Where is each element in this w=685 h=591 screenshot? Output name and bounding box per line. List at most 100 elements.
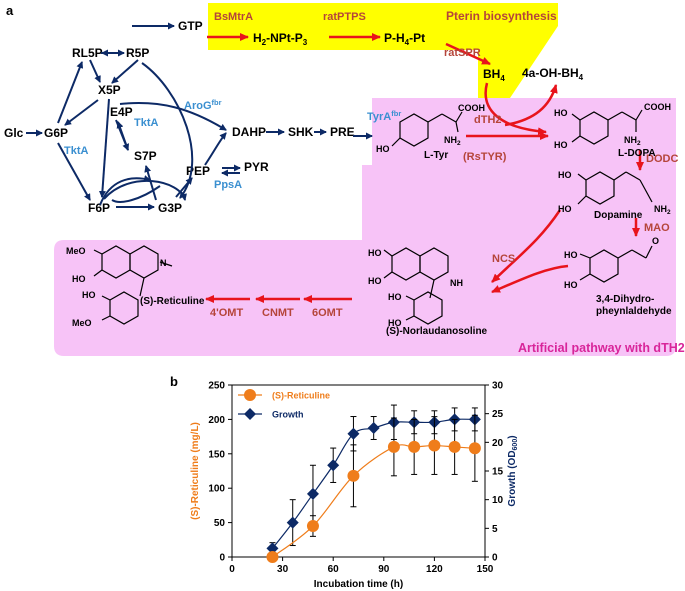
growth-point	[306, 487, 319, 500]
panel-a-label: a	[6, 3, 14, 18]
svg-text:HO: HO	[388, 292, 402, 302]
y-right-tick-label: 25	[492, 409, 504, 420]
svg-text:HO: HO	[82, 290, 96, 300]
growth-point	[327, 459, 340, 472]
structure-reticuline	[93, 245, 173, 325]
metabolite-x5p: X5P	[98, 83, 121, 97]
structure-l-tyr	[391, 111, 463, 147]
svg-text:HO: HO	[564, 280, 578, 290]
enzyme-bsmtra: BsMtrA	[214, 11, 253, 23]
enzyme-mao: MAO	[644, 222, 670, 234]
metabolite-dahp: DAHP	[232, 125, 266, 139]
svg-text:HO: HO	[388, 318, 402, 328]
enzyme-cnmt: CNMT	[262, 307, 294, 319]
metabolite-rl5p: RL5P	[72, 46, 103, 60]
metabolite-bh4: BH	[483, 67, 500, 81]
svg-text:HO: HO	[72, 274, 86, 284]
enzyme-ppsa: PpsA	[214, 179, 242, 191]
reticuline-point	[408, 440, 421, 453]
y-left-axis-label: (S)-Reticuline (mg/L)	[190, 422, 201, 520]
y-right-tick-label: 20	[492, 438, 504, 449]
reticuline-point	[266, 551, 279, 563]
svg-text:HO: HO	[554, 140, 568, 150]
enzyme-4omt: 4'OMT	[210, 307, 243, 319]
metabolite-g6p: G6P	[44, 126, 68, 140]
enzyme-dth2: dTH2	[474, 114, 502, 126]
metabolite-h2npt: H	[253, 31, 262, 45]
pterin-biosynthesis-box	[208, 3, 558, 98]
x-tick-label: 150	[477, 564, 494, 575]
y-left-tick-label: 150	[208, 449, 225, 460]
y-left-tick-label: 200	[208, 415, 225, 426]
enzyme-tkta-1: TktA	[64, 145, 89, 157]
structure-l-dopa	[571, 109, 643, 145]
reticuline-point	[428, 439, 441, 452]
central-metabolism-arrows	[26, 22, 373, 211]
svg-text:P-H4-Pt: P-H4-Pt	[384, 31, 425, 47]
svg-text:HO: HO	[376, 144, 390, 154]
legend-label-growth: Growth	[272, 410, 304, 420]
label-s-norlaudanosoline: (S)-Norlaudanosoline	[386, 326, 488, 337]
enzyme-rstyr: (RsTYR)	[463, 151, 507, 163]
series-line	[272, 444, 475, 558]
growth-point	[347, 427, 360, 440]
panel-b-label: b	[170, 374, 178, 389]
reticuline-point	[448, 440, 461, 453]
enzyme-6omt: 6OMT	[312, 307, 343, 319]
enzyme-ratptps: ratPTPS	[323, 11, 366, 23]
x-tick-label: 60	[328, 564, 340, 575]
y-right-axis-label: Growth (OD600)	[507, 435, 519, 506]
artificial-pathway-box	[54, 98, 676, 356]
reticuline-point	[306, 520, 319, 533]
svg-text:TyrAfbr: TyrAfbr	[367, 109, 401, 123]
metabolite-gtp: GTP	[178, 19, 203, 33]
y-right-tick-label: 30	[492, 381, 504, 392]
legend-marker-growth	[244, 408, 256, 420]
y-left-tick-label: 0	[219, 553, 225, 564]
svg-text:HO: HO	[368, 248, 382, 258]
metabolite-f6p: F6P	[88, 201, 110, 215]
x-axis-label: Incubation time (h)	[314, 579, 403, 590]
y-left-tick-label: 250	[208, 381, 225, 392]
pterin-biosynthesis-title: Pterin biosynthesis	[446, 9, 557, 23]
metabolite-g3p: G3P	[158, 201, 182, 215]
label-dhpa-2: pheynlaldehyde	[596, 306, 672, 317]
heterologous-arrows	[205, 33, 644, 303]
label-s-reticuline: (S)-Reticuline	[140, 296, 205, 307]
svg-text:4a-OH-BH4: 4a-OH-BH4	[522, 66, 584, 82]
svg-text:HO: HO	[564, 250, 578, 260]
enzyme-arog: AroG	[184, 100, 212, 112]
metabolite-pre: PRE	[330, 125, 355, 139]
svg-text:HO: HO	[558, 170, 572, 180]
y-right-tick-label: 0	[492, 553, 498, 564]
x-tick-label: 0	[229, 564, 235, 575]
svg-text:HO: HO	[368, 276, 382, 286]
metabolite-r5p: R5P	[126, 46, 149, 60]
y-left-tick-label: 50	[214, 518, 226, 529]
y-right-tick-label: 10	[492, 495, 504, 506]
label-dopamine: Dopamine	[594, 210, 643, 221]
structure-dhpa	[579, 245, 653, 283]
metabolite-s7p: S7P	[134, 149, 157, 163]
svg-text:HO: HO	[554, 108, 568, 118]
svg-text:NH2: NH2	[654, 204, 671, 216]
label-l-dopa: L-DOPA	[618, 148, 656, 159]
growth-point	[266, 542, 279, 555]
label-l-tyr: L-Tyr	[424, 150, 448, 161]
legend-label-reticuline: (S)-Reticuline	[272, 391, 330, 401]
svg-text:O: O	[652, 236, 659, 246]
y-left-tick-label: 100	[208, 484, 225, 495]
y-right-tick-label: 5	[492, 524, 498, 535]
enzyme-tkta-2: TktA	[134, 117, 159, 129]
enzyme-dodc: DODC	[646, 153, 678, 165]
svg-text:AroGfbr: AroGfbr	[184, 98, 222, 112]
enzyme-ratspr: ratSPR	[444, 47, 481, 59]
metabolite-4a-oh-bh4: 4a-OH-BH	[522, 66, 579, 80]
reticuline-point	[347, 469, 360, 482]
svg-text:COOH: COOH	[458, 103, 485, 113]
legend-marker-reticuline	[244, 389, 256, 401]
panel-a: a Artificial pathway with dTH2 Pterin bi…	[4, 3, 685, 356]
